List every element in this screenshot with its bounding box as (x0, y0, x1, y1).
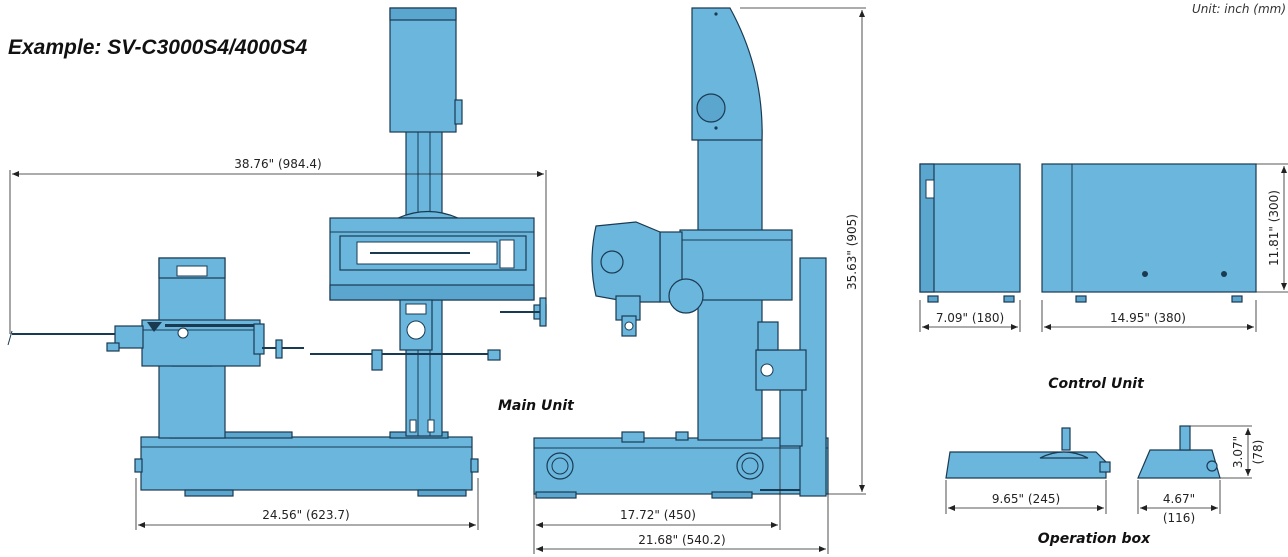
control-unit-drawing (919, 163, 1257, 303)
dim-control-depth: 7.09" (180) (936, 311, 1004, 325)
dim-opbox-width: 9.65" (245) (992, 492, 1060, 506)
dim-depth-total: 21.68" (540.2) (638, 533, 725, 547)
operation-box-drawing (945, 425, 1221, 479)
label-control-unit: Control Unit (1048, 376, 1145, 392)
unit-note: Unit: inch (mm) (1192, 2, 1286, 16)
page-title: Example: SV-C3000S4/4000S4 (8, 36, 308, 59)
dim-opbox-height-mm: (78) (1251, 440, 1265, 465)
dim-control-width: 14.95" (380) (1110, 311, 1186, 325)
label-main-unit: Main Unit (498, 398, 575, 414)
dim-control-height: 11.81" (300) (1267, 190, 1281, 266)
front-view (7, 7, 547, 497)
dim-total-width: 38.76" (984.4) (234, 157, 321, 171)
dim-opbox-height-in: 3.07" (1231, 436, 1245, 468)
dimension-lines (9, 7, 1288, 554)
dim-base-width: 24.56" (623.7) (262, 508, 349, 522)
label-operation-box: Operation box (1038, 531, 1151, 547)
dim-opbox-depth-in: 4.67" (1163, 492, 1195, 506)
dim-depth-base: 17.72" (450) (620, 508, 696, 522)
dim-height: 35.63" (905) (845, 214, 859, 290)
dim-opbox-depth-mm: (116) (1163, 511, 1195, 525)
side-view (533, 7, 829, 499)
